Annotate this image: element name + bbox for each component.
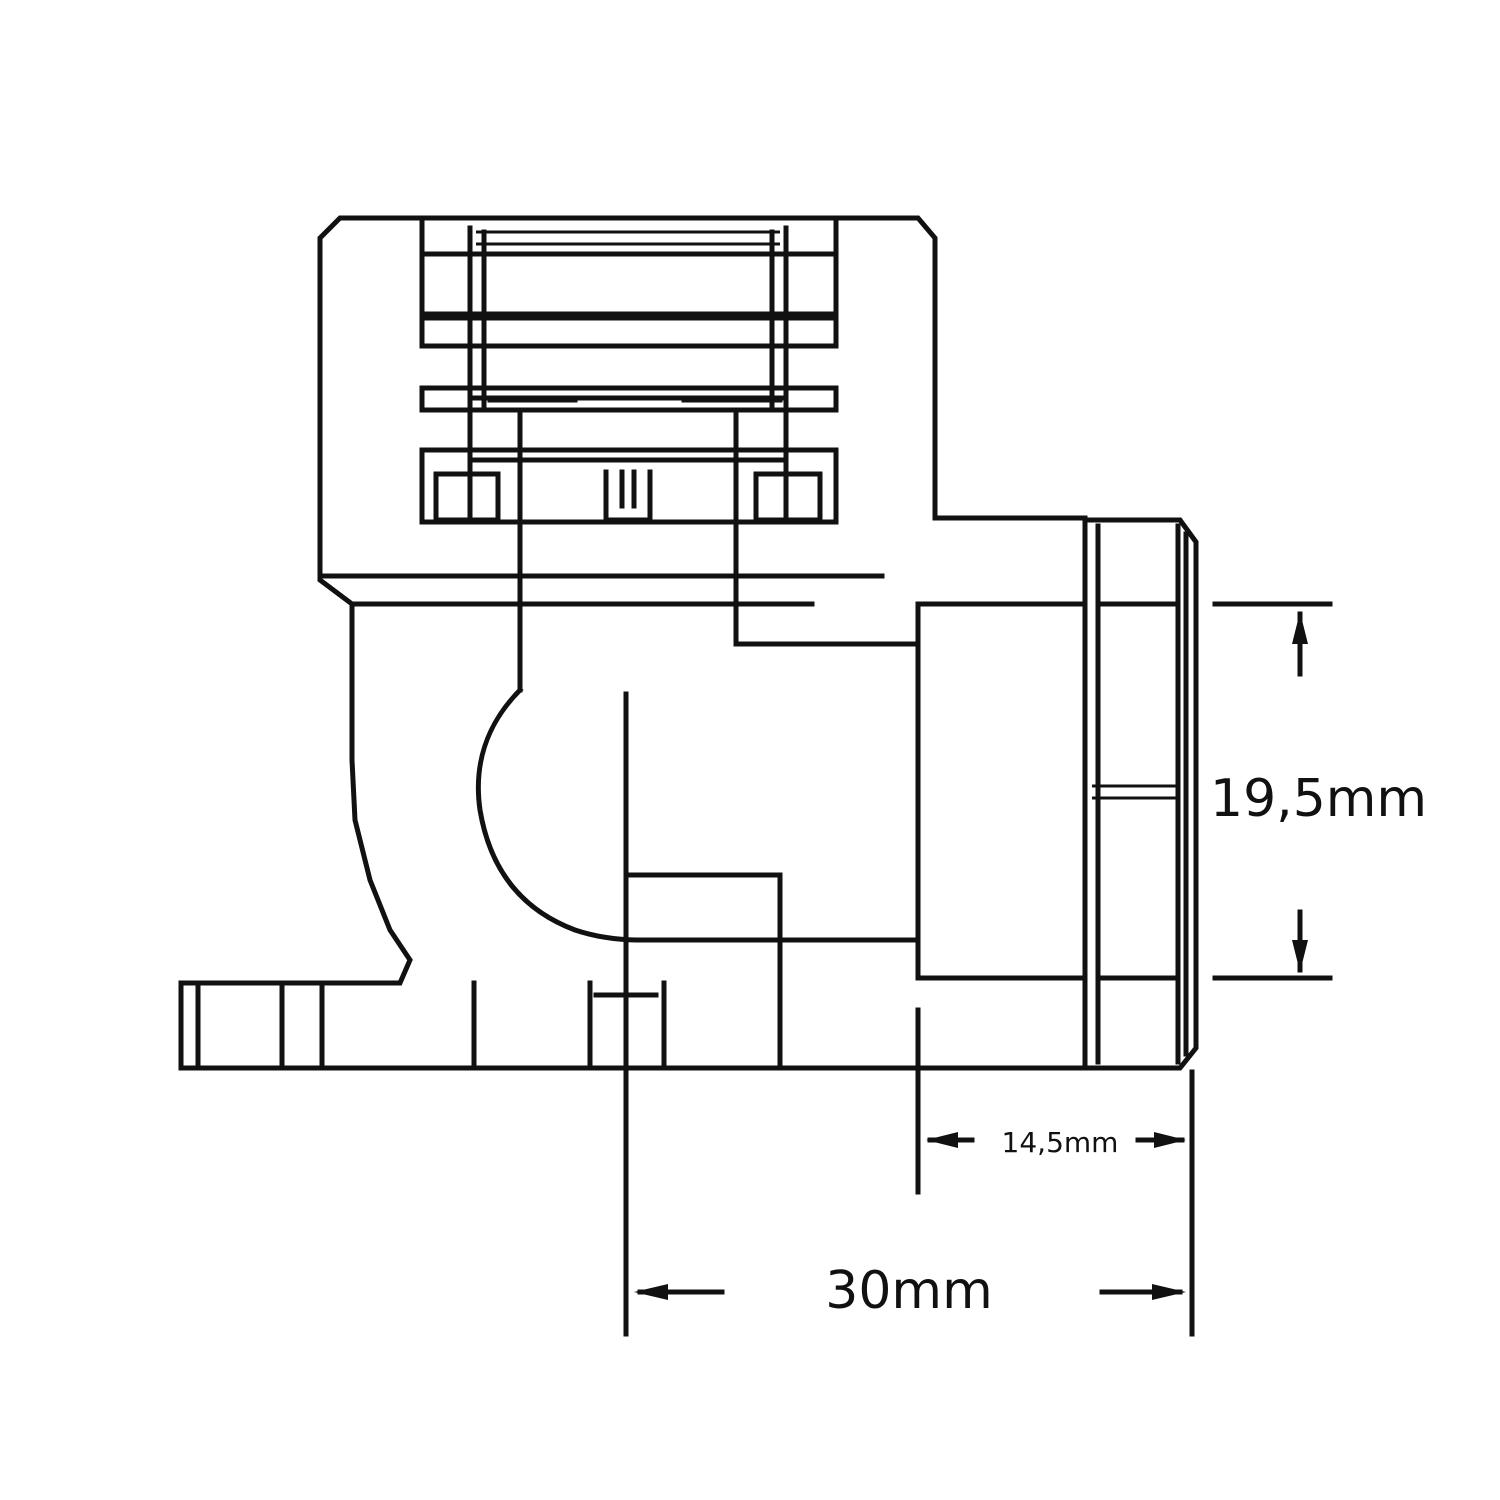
dimension-overall-width (623, 1007, 1186, 1337)
thread-length-label: 14,5mm (1002, 1126, 1119, 1159)
elbow-bore (475, 686, 921, 1071)
arrow-right-icon (1154, 1132, 1186, 1148)
arrow-left-icon (926, 1132, 958, 1148)
arrow-up-icon (1292, 612, 1308, 644)
dimension-thread-length (915, 1007, 1195, 1337)
top-collar-rings (419, 215, 921, 693)
arrow-down-icon (1292, 940, 1308, 972)
height-dimension-label: 19,5mm (1210, 769, 1427, 829)
base-flange (195, 980, 667, 1071)
overall-width-label: 30mm (825, 1261, 992, 1321)
dimension-height (1212, 601, 1333, 981)
arrow-right-icon (1152, 1284, 1186, 1300)
arrow-left-icon (634, 1284, 668, 1300)
side-outlet-body (915, 517, 1199, 1071)
